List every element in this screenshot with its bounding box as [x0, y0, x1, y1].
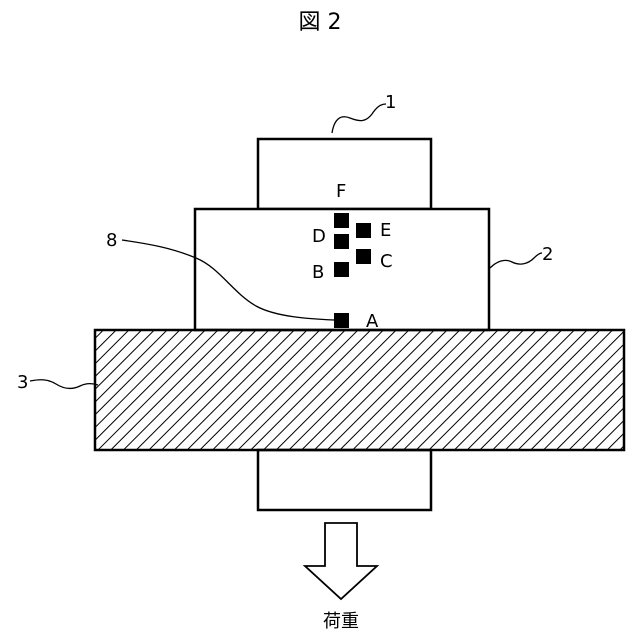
part-1-label: 1: [385, 92, 396, 113]
part-2-label: 2: [542, 244, 553, 265]
point-f-marker: [334, 213, 349, 228]
point-b-label: B: [312, 262, 324, 283]
point-a-marker: [334, 313, 349, 328]
load-label: 荷重: [323, 611, 359, 632]
leader-line-3: [30, 380, 98, 389]
leader-line-2: [490, 253, 542, 268]
point-e-label: E: [380, 220, 391, 241]
lower-block: [258, 450, 431, 510]
hatched-plate: [95, 330, 624, 450]
load-arrow-icon: [305, 523, 377, 599]
figure-title: 図 2: [299, 10, 342, 35]
part-8-label: 8: [106, 230, 117, 251]
point-c-marker: [356, 249, 371, 264]
point-d-marker: [334, 234, 349, 249]
part-3-label: 3: [17, 372, 28, 393]
point-a-label: A: [366, 311, 379, 332]
point-b-marker: [334, 262, 349, 277]
point-e-marker: [356, 223, 371, 238]
leader-line-1: [332, 104, 386, 133]
point-c-label: C: [380, 251, 393, 272]
point-f-label: F: [336, 181, 346, 202]
point-d-label: D: [312, 226, 326, 247]
